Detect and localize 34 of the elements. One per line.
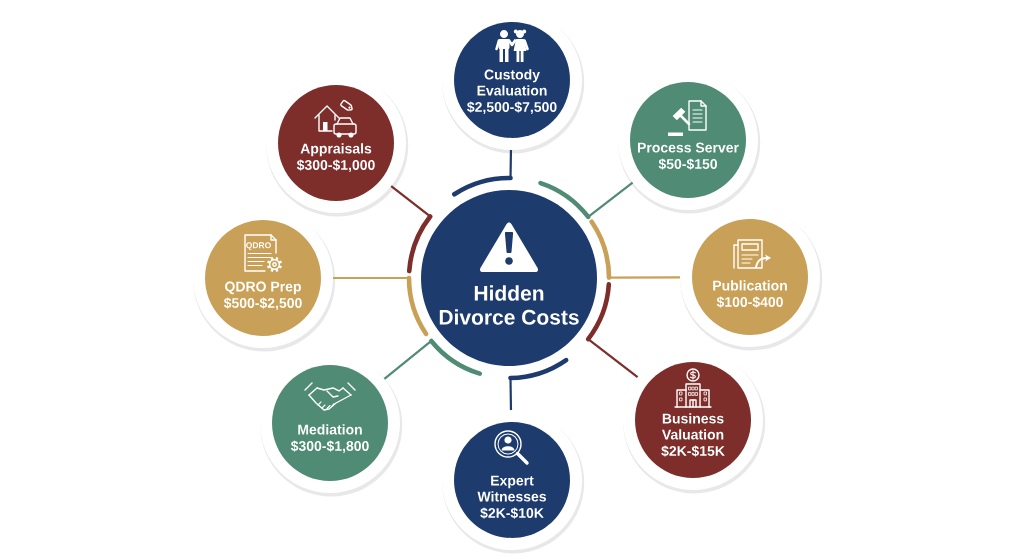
service-name: Mediation bbox=[298, 424, 362, 435]
price-range: $300-$1,000 bbox=[296, 159, 375, 172]
connector-line bbox=[509, 149, 513, 179]
connector-line bbox=[609, 276, 681, 279]
price-range: $500-$2,500 bbox=[223, 297, 302, 310]
service-name: Business Valuation bbox=[662, 413, 724, 440]
connector-line bbox=[587, 338, 639, 379]
price-range: $2K-$10K bbox=[480, 507, 544, 519]
cost-circle bbox=[193, 208, 336, 352]
connector-line bbox=[587, 181, 634, 218]
connector-line bbox=[383, 340, 432, 380]
service-name: Custody Evaluation bbox=[477, 69, 547, 96]
cost-circle bbox=[260, 353, 403, 497]
service-name: Appraisals bbox=[300, 143, 372, 157]
cost-circle bbox=[442, 10, 585, 154]
cost-circle bbox=[618, 70, 761, 214]
cost-circle bbox=[623, 350, 766, 494]
cost-circle bbox=[442, 410, 585, 554]
price-range: $300-$1,800 bbox=[290, 440, 369, 453]
hub-circle bbox=[421, 190, 597, 366]
hub-title: Hidden Divorce Costs bbox=[439, 285, 579, 325]
service-name: QDRO Prep bbox=[225, 281, 301, 295]
price-range: $50-$150 bbox=[658, 158, 717, 170]
service-name: Process Server bbox=[637, 142, 739, 153]
price-range: $2,500-$7,500 bbox=[467, 101, 557, 114]
service-name: Expert Witnesses bbox=[477, 475, 546, 502]
cost-circle bbox=[680, 207, 823, 351]
price-range: $2K-$15K bbox=[661, 445, 725, 457]
connector-line bbox=[509, 377, 513, 411]
price-range: $100-$400 bbox=[716, 296, 783, 308]
service-name: Publication bbox=[713, 280, 787, 291]
connector-line bbox=[390, 185, 431, 218]
cost-circle bbox=[266, 73, 409, 217]
connector-line bbox=[333, 276, 409, 280]
